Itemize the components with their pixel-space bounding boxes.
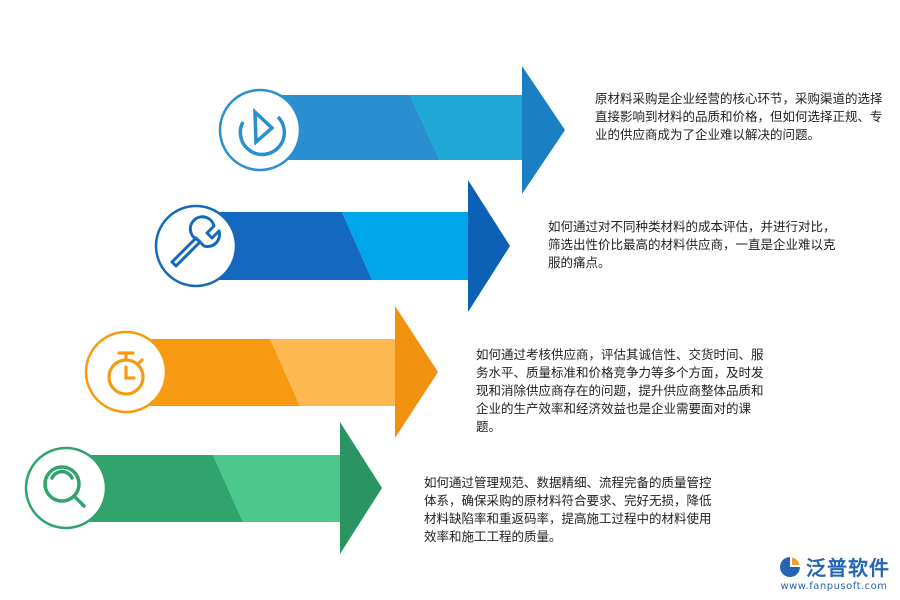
description-3: 如何通过考核供应商，评估其诚信性、交货时间、服务水平、质量标准和价格竞争力等多个…	[476, 347, 764, 434]
arrow-3-head	[395, 306, 438, 438]
arrow-4-head	[340, 422, 382, 554]
brand-logo: 泛普软件 www.fanpusoft.com	[778, 552, 890, 592]
arrow-2	[154, 180, 510, 312]
arrow-1-head	[522, 66, 565, 194]
arrow-4-body-left	[65, 455, 243, 522]
magnifier-icon	[43, 465, 86, 508]
description-2: 如何通过对不同种类材料的成本评估，并进行对比，筛选出性价比最高的材料供应商，一直…	[548, 219, 836, 270]
stopwatch-icon	[107, 351, 145, 396]
description-4: 如何通过管理规范、数据精细、流程完备的质量管控体系，确保采购的原材料符合要求、完…	[424, 475, 712, 544]
brand-name: 泛普软件	[806, 556, 890, 580]
arrow-3-body-left	[125, 339, 300, 406]
arrow-1-body-left	[260, 95, 440, 160]
arrow-1-icon-circle	[218, 88, 302, 172]
arrow-2-body-right	[342, 212, 468, 280]
arrow-4-body-right	[213, 455, 340, 522]
wrench-icon	[170, 215, 221, 268]
arrow-4-icon-circle	[24, 446, 108, 530]
pie-chart-icon	[238, 107, 287, 157]
arrow-3-body-right	[270, 339, 395, 406]
description-1: 原材料采购是企业经营的核心环节，采购渠道的选择直接影响到材料的品质和价格，但如何…	[595, 91, 883, 142]
brand-url: www.fanpusoft.com	[780, 581, 888, 592]
fanpu-logo-icon	[780, 556, 800, 577]
arrow-3	[84, 306, 438, 438]
arrow-1-body-right	[410, 95, 522, 160]
arrow-2-head	[468, 180, 510, 312]
arrow-1	[218, 66, 565, 194]
arrow-2-body-left	[195, 212, 372, 280]
arrow-4	[24, 422, 382, 554]
